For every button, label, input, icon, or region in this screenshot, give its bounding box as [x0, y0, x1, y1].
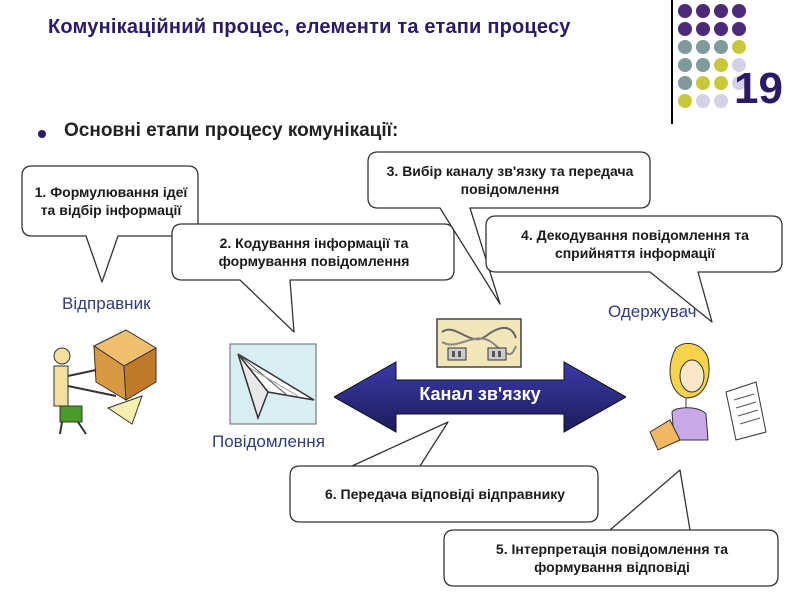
double-arrow-icon — [334, 361, 626, 433]
paper-plane-icon — [229, 343, 317, 425]
callout-1-bubble — [21, 165, 199, 283]
dot — [732, 4, 746, 18]
callout-3-bubble — [367, 151, 651, 305]
callout-5-bubble — [443, 469, 779, 587]
bullet-icon — [38, 130, 46, 138]
person-with-box-icon — [53, 329, 157, 435]
dot — [714, 58, 728, 72]
slide-number: 19 — [734, 64, 783, 113]
dot — [696, 58, 710, 72]
section-heading: Основні етапи процесу комунікації: — [64, 120, 399, 141]
dot — [714, 94, 728, 108]
header-divider — [671, 0, 673, 124]
dot — [732, 58, 746, 72]
dot — [678, 58, 692, 72]
dot — [678, 94, 692, 108]
dot — [696, 4, 710, 18]
cables-icon — [436, 318, 522, 368]
slide-title: Комунікаційний процес, елементи та етапи… — [48, 16, 571, 38]
dot — [732, 22, 746, 36]
sender-label: Відправник — [62, 294, 151, 313]
dot — [696, 94, 710, 108]
channel-label: Канал зв'язку — [419, 384, 541, 404]
dot — [714, 4, 728, 18]
dot — [714, 22, 728, 36]
receiver-label: Одержувач — [608, 302, 697, 321]
callout-3-text: 3. Вибір каналу зв'язку та передача пові… — [386, 163, 634, 197]
message-label: Повідомлення — [212, 432, 325, 451]
dot — [696, 76, 710, 90]
callout-6-text: 6. Передача відповіді відправнику — [324, 486, 566, 502]
dot — [678, 76, 692, 90]
dot — [678, 22, 692, 36]
dot — [714, 76, 728, 90]
dot — [714, 40, 728, 54]
dot — [678, 4, 692, 18]
callout-4-bubble — [485, 215, 783, 323]
callout-6-bubble — [289, 421, 599, 523]
dot — [696, 22, 710, 36]
dot — [678, 40, 692, 54]
woman-reading-letter-icon — [649, 342, 767, 451]
dot — [696, 40, 710, 54]
decorative-dot-grid — [678, 4, 782, 110]
callout-4-text: 4. Декодування повідомлення та сприйнятт… — [521, 227, 749, 261]
callout-5-text: 5. Інтерпретація повідомлення та формува… — [495, 541, 729, 575]
dot — [732, 76, 746, 90]
dot — [732, 40, 746, 54]
callout-2-text: 2. Кодування інформації та формування по… — [218, 235, 410, 269]
callout-1-text: 1. Формулювання ідеї та відбір інформаці… — [34, 184, 188, 218]
